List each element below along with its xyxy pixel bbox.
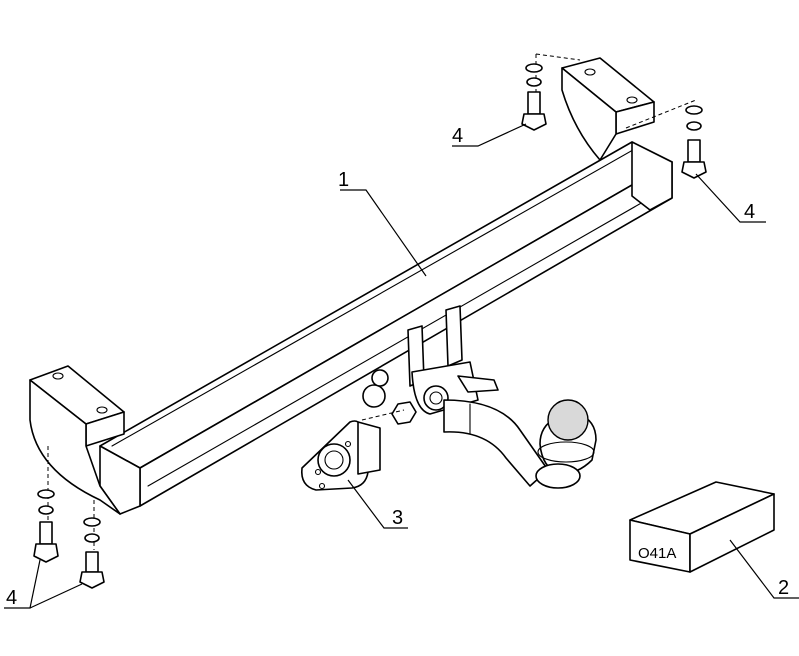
towball-assembly [362,305,597,489]
crossbar [99,141,673,515]
kit-box-label: O41A [638,545,676,562]
kit-box: O41A [629,481,775,573]
bolt-set-bottom-left-b [79,517,105,589]
bolt-set-top-right [681,105,707,179]
callout-4-top-right: 4 [744,201,755,223]
callout-4-top-middle: 4 [452,125,463,147]
bolt-set-top-middle [521,63,547,131]
socket-plate [300,420,381,491]
right-mounting-bracket [561,57,655,161]
left-mounting-bracket [29,365,125,515]
callout-3: 3 [392,507,403,529]
callout-1: 1 [338,169,349,191]
callout-4-bottom-left: 4 [6,587,17,609]
callout-2: 2 [778,577,789,599]
leader-lines [4,123,799,609]
bolt-set-bottom-left-a [33,489,59,563]
